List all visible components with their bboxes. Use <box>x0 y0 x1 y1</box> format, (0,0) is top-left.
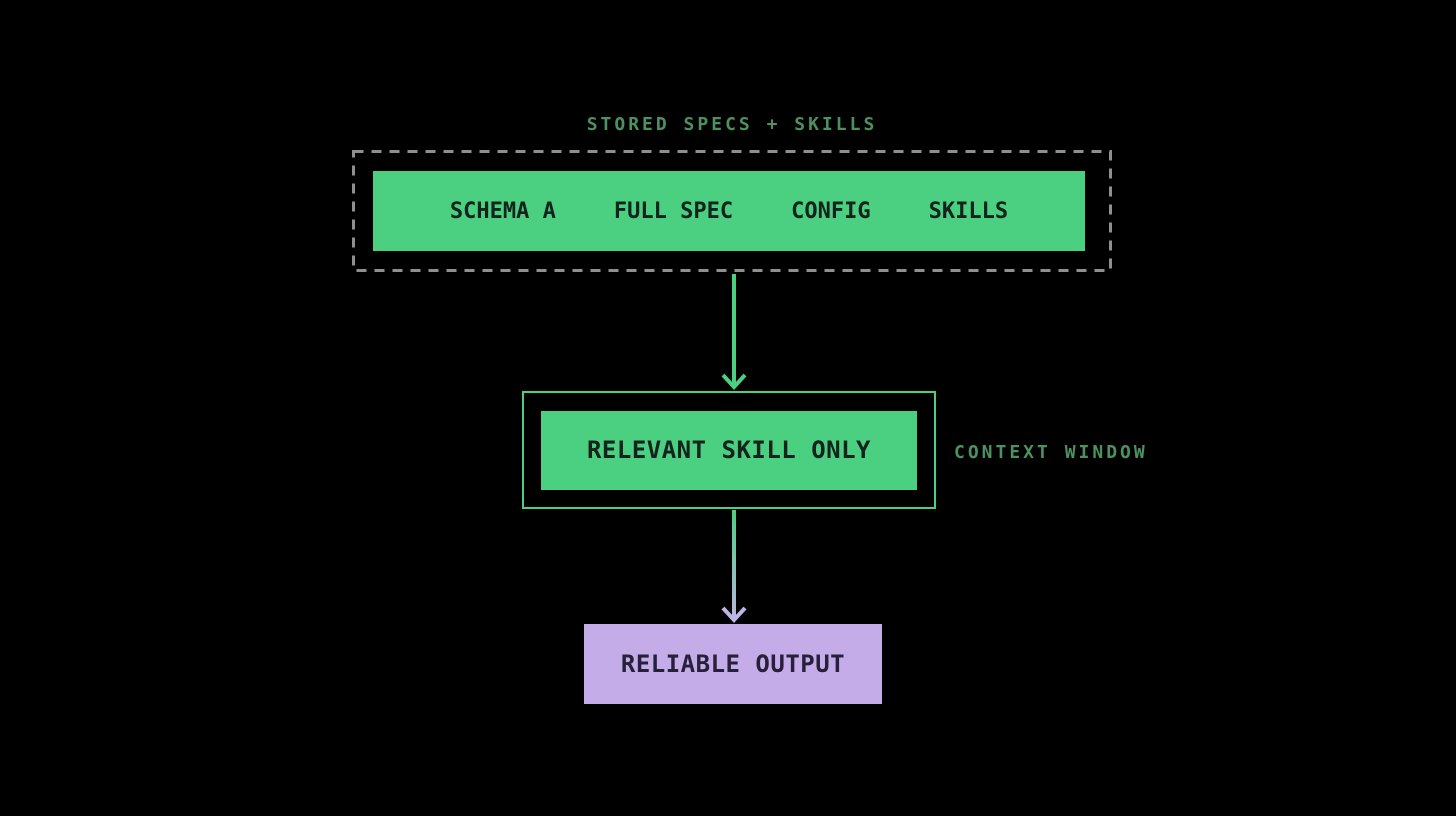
stored-specs-label: STORED SPECS + SKILLS <box>586 114 878 135</box>
reliable-output-box: RELIABLE OUTPUT <box>584 624 882 704</box>
stored-specs-bar: SCHEMA A FULL SPEC CONFIG SKILLS <box>373 171 1085 251</box>
stored-specs-dashed-container <box>352 150 1112 272</box>
relevant-skill-box: RELEVANT SKILL ONLY <box>541 410 917 490</box>
stored-item-full-spec: FULL SPEC <box>613 198 734 224</box>
context-window-label: CONTEXT WINDOW <box>954 442 1148 463</box>
context-window-box: RELEVANT SKILL ONLY <box>522 391 936 509</box>
stored-item-schema-a: SCHEMA A <box>449 198 556 224</box>
arrow-down-icon-context-to-output <box>721 510 747 623</box>
stored-item-skills: SKILLS <box>928 198 1009 224</box>
arrow-down-icon-specs-to-context <box>721 274 747 390</box>
dashed-border <box>352 150 1112 272</box>
stored-item-config: CONFIG <box>791 198 871 224</box>
